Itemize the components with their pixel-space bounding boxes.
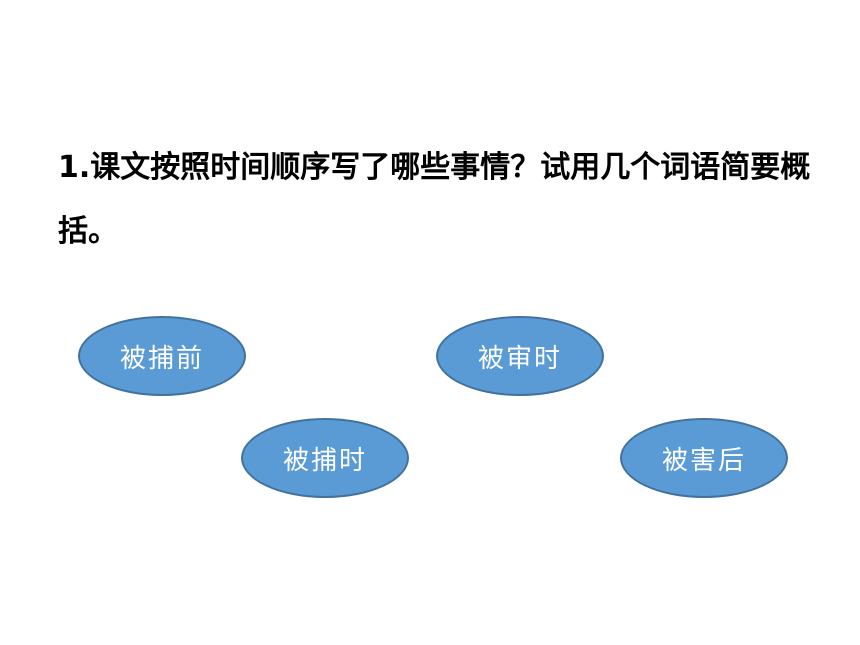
answer-label: 被审时: [477, 343, 562, 374]
answer-oval-during-trial: 被审时: [436, 316, 604, 396]
answer-oval-during-arrest: 被捕时: [241, 418, 409, 498]
answer-label: 被捕时: [282, 445, 367, 476]
answer-label: 被害后: [661, 445, 746, 476]
question-text: 1.课文按照时间顺序写了哪些事情？试用几个词语简要概括。: [58, 150, 811, 249]
answer-label: 被捕前: [119, 343, 204, 374]
answer-oval-before-arrest: 被捕前: [78, 316, 246, 396]
answer-oval-after-death: 被害后: [620, 418, 788, 498]
